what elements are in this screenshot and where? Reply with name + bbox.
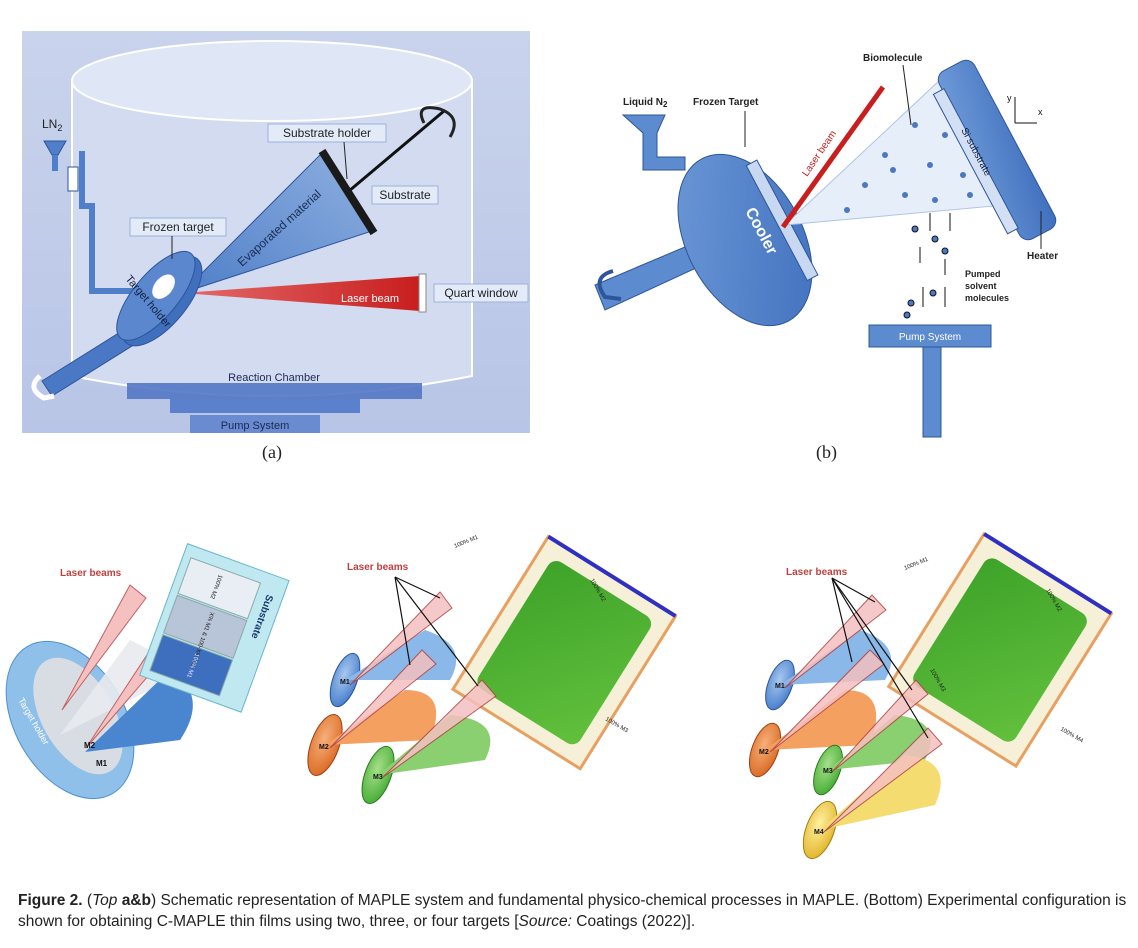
edge-m1-3 [983, 532, 1113, 616]
heater-slab [932, 59, 1057, 241]
label-target-m3-2: M3 [373, 774, 383, 781]
figure-panel-a: Substrate holder Substrate Frozen target… [22, 31, 530, 433]
label-laser-beams-1: Laser beams [60, 568, 122, 579]
label-m1-target-1: M1 [96, 759, 108, 768]
label-laser-beam: Laser beam [341, 293, 399, 305]
subfigure-label-b: (b) [816, 442, 837, 462]
label-100-m1-3: 100% M1 [904, 557, 930, 572]
laser-beam-2b [329, 649, 437, 749]
plume-m2-2 [325, 690, 437, 745]
substrate-holder-rod [348, 109, 445, 193]
label-liquid-n2: Liquid N2 [623, 97, 668, 109]
bottom-panel-three-targets: Laser beams 100% M1 100% M2 100% M3 M1 M… [307, 534, 678, 805]
label-reaction-chamber: Reaction Chamber [228, 372, 320, 384]
film-area-2 [477, 561, 652, 745]
film-area-3 [913, 558, 1087, 742]
label-m2-target-1: M2 [84, 741, 96, 750]
leader-biomolecule [902, 64, 912, 126]
laser-pointer-lines-3 [831, 577, 929, 739]
label-pumped-solvent-2: solvent [965, 281, 997, 291]
leader-substrate-holder [343, 141, 348, 180]
label-target-m1-2: M1 [340, 679, 350, 686]
bottom-panel-four-targets: Laser beams 100% M1 100% M2 100% M3 100%… [748, 531, 1114, 860]
laser-beam-3b [769, 649, 885, 753]
label-pumped-solvent-3: molecules [965, 293, 1009, 303]
laser-pointer-lines-2 [394, 576, 479, 687]
figure-bottom-row: Laser beams Target holder M2 M1 Substrat… [0, 520, 1138, 880]
label-laser-beams-2: Laser beams [347, 562, 409, 573]
label-target-m4-3: M4 [814, 829, 824, 836]
reaction-chamber-lid [71, 40, 473, 122]
substrate-region-1 [177, 557, 262, 620]
label-quart-window: Quart window [433, 283, 529, 303]
pump-system-b [868, 324, 992, 438]
subfigure-label-a: (a) [262, 442, 282, 462]
rotation-arrow-a-top [419, 106, 456, 138]
ln2-pipe [52, 151, 152, 294]
label-heater: Heater [1027, 251, 1058, 262]
caption-part-1: ( [82, 892, 93, 909]
label-target-m2-2: M2 [319, 744, 329, 751]
label-frozen-target: Frozen target [129, 217, 227, 237]
caption-top: Top [92, 892, 118, 909]
pump-system-block [190, 415, 320, 433]
laser-beam-2c [381, 679, 497, 779]
rotation-arrow-b [597, 269, 622, 301]
laser-beam-b [780, 85, 886, 229]
svg-text:Frozen target: Frozen target [142, 220, 214, 234]
caption-ab: a&b [121, 892, 151, 909]
substrate-region-3 [149, 634, 234, 697]
label-pump-system-a: Pump System [221, 420, 289, 432]
label-target-m2-3: M2 [759, 749, 769, 756]
chamber-base-plate-2 [170, 399, 360, 413]
substrate-region-2 [162, 594, 248, 659]
laser-beam [182, 276, 420, 311]
label-substrate: Substrate [371, 185, 439, 205]
svg-text:Substrate holder: Substrate holder [283, 126, 371, 140]
substrate-plate [318, 148, 378, 236]
pumped-molecules [903, 213, 951, 319]
bottom-panel-two-targets: Laser beams Target holder M2 M1 Substrat… [5, 543, 290, 800]
label-ln2: LN2 [42, 117, 62, 133]
label-100-m4-3: 100% M4 [1059, 727, 1085, 745]
ln2-valve [67, 166, 79, 192]
laser-beam-3c [831, 679, 929, 773]
label-100-m1-2: 100% M1 [454, 535, 480, 550]
caption-part-3: ) Schematic representation of MAPLE syst… [18, 892, 1127, 930]
laser-beam-2a [349, 591, 453, 686]
edge-m1-2 [547, 534, 677, 618]
axis-indicator [1014, 97, 1037, 124]
caption-figure-number: Figure 2. [18, 892, 83, 909]
rotation-arrow-a-bottom [31, 374, 55, 401]
label-target-m1-3: M1 [775, 683, 785, 690]
label-target-m3-3: M3 [823, 768, 833, 775]
label-substrate-holder: Substrate holder [267, 123, 387, 143]
axis-y-label: y [1007, 93, 1012, 103]
target-holder-disk [116, 250, 203, 347]
svg-text:Quart window: Quart window [444, 286, 518, 300]
figure-panel-b: Cooler Laser beam Si substrate y x Pump … [585, 35, 1075, 440]
svg-text:Substrate: Substrate [379, 188, 431, 202]
chamber-base-plate [127, 383, 422, 399]
plume-m1 [85, 670, 193, 752]
label-biomolecule: Biomolecule [863, 53, 923, 64]
laser-beam-1a [61, 584, 147, 711]
caption-part-4: Coatings (2022)]. [571, 913, 696, 930]
quart-window-pane [418, 273, 427, 313]
laser-beam-3d [823, 727, 943, 833]
axis-x-label: x [1038, 107, 1043, 117]
liquid-n2-tube [621, 114, 686, 171]
figure-caption: Figure 2. (Top a&b) Schematic representa… [18, 890, 1128, 932]
label-pump-system-b: Pump System [899, 332, 961, 343]
label-pumped-solvent-1: Pumped [965, 269, 1001, 279]
label-frozen-target-b: Frozen Target [693, 97, 759, 108]
caption-source: Source: [518, 913, 572, 930]
label-laser-beams-3: Laser beams [786, 567, 848, 578]
